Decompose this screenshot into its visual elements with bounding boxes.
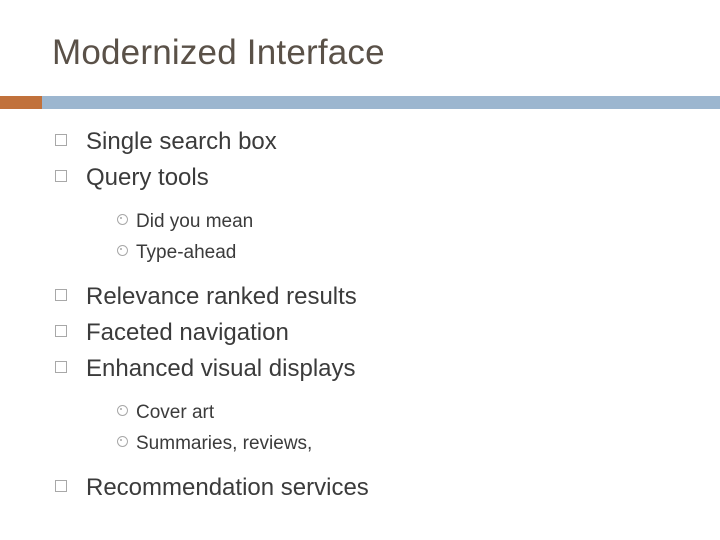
list-item: Relevance ranked results [52,279,692,315]
list-item-label: Summaries, reviews, [136,433,313,454]
list-item: Cover art [102,397,692,428]
square-outline-bullet-icon [52,160,86,196]
square-outline-bullet-icon [52,279,86,315]
list-item: Type-ahead [102,237,692,268]
list-item-label: Cover art [136,402,215,423]
list-item: Summaries, reviews, [102,428,692,459]
circle-dot-bullet-icon [102,206,136,237]
page-title: Modernized Interface [52,33,385,72]
bullet-list: Single search box Query tools Did you me… [52,124,692,506]
list-item-label: Single search box [86,128,277,155]
list-item-label: Faceted navigation [86,319,289,346]
circle-dot-bullet-icon [102,428,136,459]
list-item: Did you mean [102,206,692,237]
list-item: Enhanced visual displays [52,351,692,387]
title-rule-accent [0,96,42,109]
circle-dot-bullet-icon [102,237,136,268]
square-outline-bullet-icon [52,124,86,160]
list-item-label: Enhanced visual displays [86,355,356,382]
square-outline-bullet-icon [52,470,86,506]
square-outline-bullet-icon [52,351,86,387]
list-item-label: Recommendation services [86,474,369,501]
list-item-label: Type-ahead [136,242,237,263]
list-item-label: Query tools [86,164,209,191]
list-item: Faceted navigation [52,315,692,351]
list-item: Single search box [52,124,692,160]
square-outline-bullet-icon [52,315,86,351]
list-item-label: Did you mean [136,211,254,232]
title-rule-bar [42,96,720,109]
list-item: Query tools [52,160,692,196]
circle-dot-bullet-icon [102,397,136,428]
list-item-label: Relevance ranked results [86,283,357,310]
list-item: Recommendation services [52,470,692,506]
